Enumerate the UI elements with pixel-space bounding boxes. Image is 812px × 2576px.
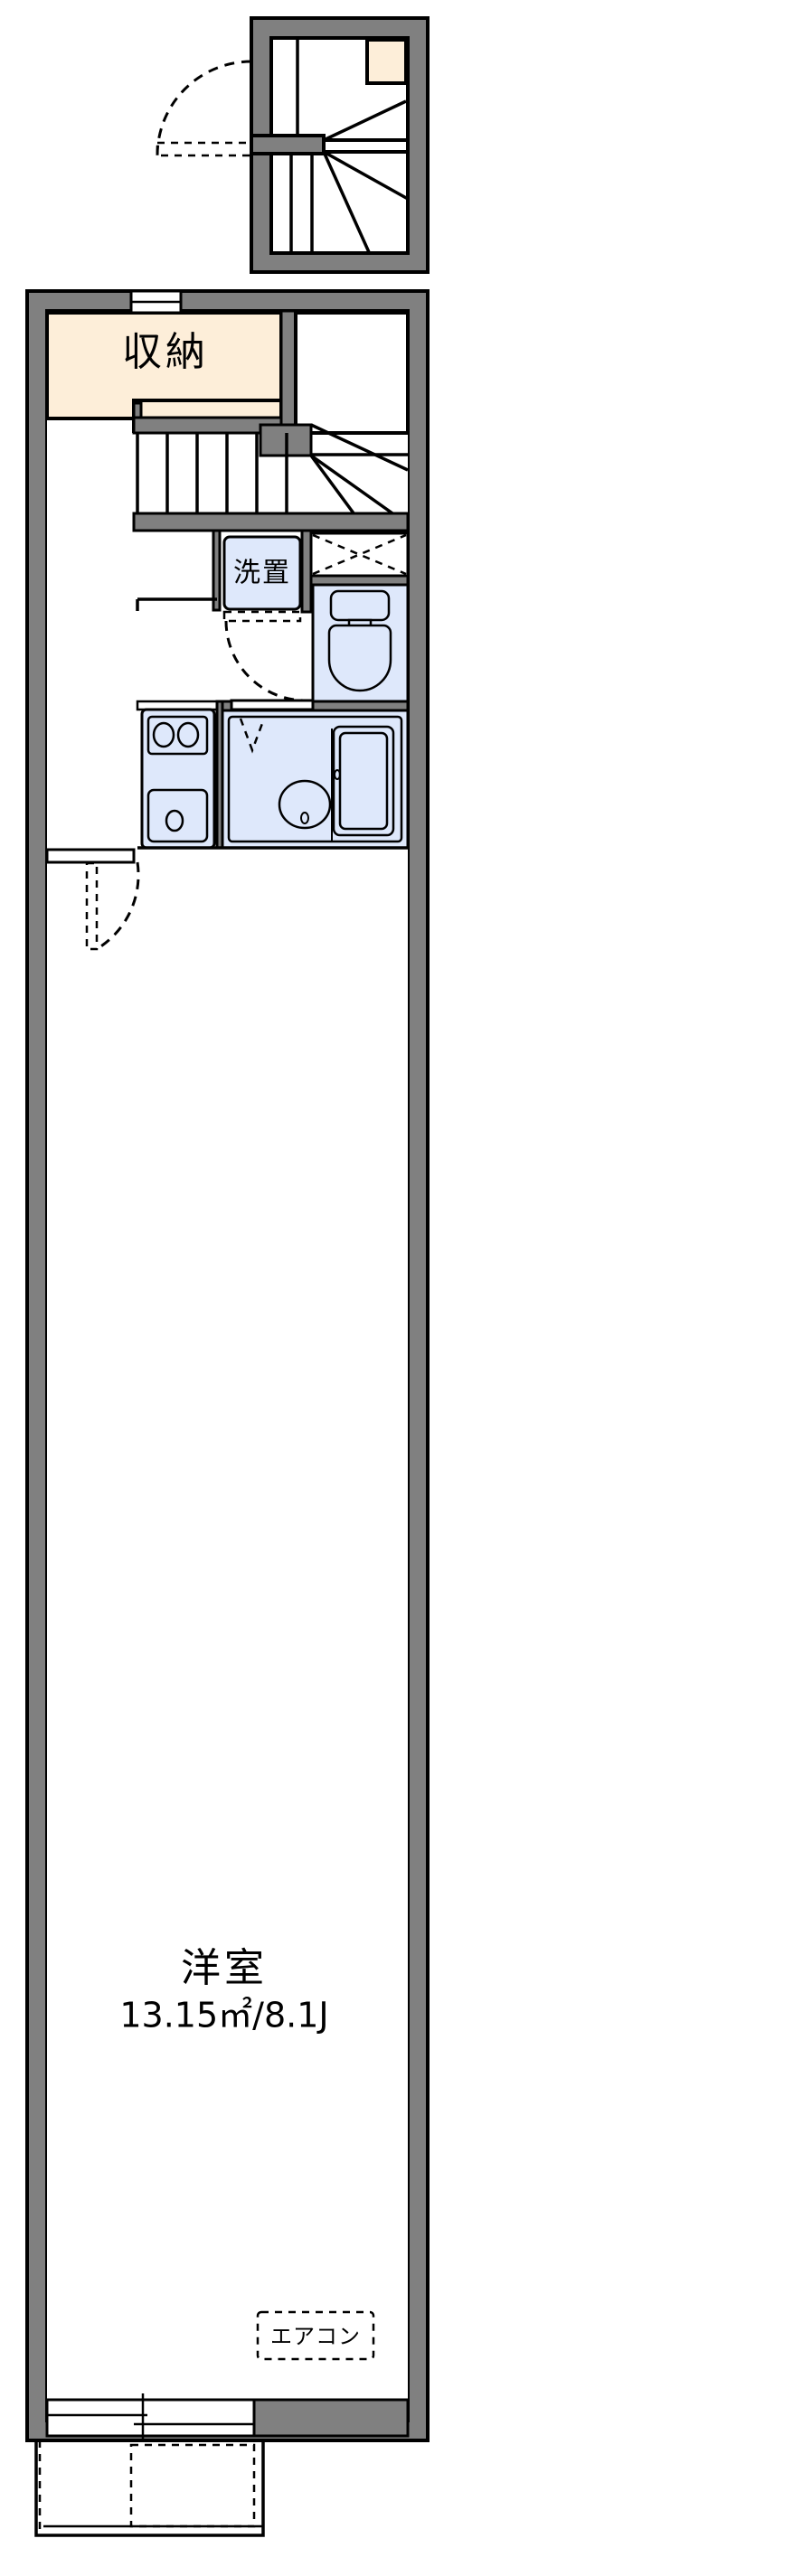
- upper-lower-winder-2: [322, 151, 371, 253]
- entrance-door-leaf: [85, 861, 99, 951]
- kitchen-burner-right: [176, 721, 200, 748]
- bath-washbasin-drain: [300, 812, 309, 824]
- laundry-door-arc: [224, 620, 307, 702]
- upper-stair-landing-block: [250, 134, 326, 155]
- laundry-wall-left: [212, 529, 222, 612]
- upper-stair-winder-1: [323, 99, 407, 142]
- bath-door-sill: [230, 699, 315, 711]
- entrance-door-arc: [96, 861, 140, 951]
- laundry-pan: [222, 535, 302, 611]
- kitchen-burner-left: [152, 721, 175, 748]
- upper-lower-winder-1: [323, 150, 409, 201]
- aircon-label: エアコン: [270, 2324, 361, 2349]
- aircon-box: [256, 2310, 375, 2361]
- main-stair-winder-a: [310, 423, 409, 472]
- living-room-area: 13.15㎡/8.1J: [119, 1996, 328, 2035]
- kitchen-drain: [165, 809, 184, 832]
- laundry-label: 洗置: [233, 558, 291, 589]
- bath-washbasin: [278, 779, 332, 830]
- upper-entry-door-leaf: [156, 141, 253, 157]
- balcony-drying-space: [129, 2443, 256, 2528]
- stair-left-wall: [279, 309, 297, 435]
- living-room-name: 洋室: [181, 1945, 268, 1991]
- upper-entry-door-arc: [156, 60, 252, 156]
- bathtub-drain: [334, 769, 341, 780]
- toilet-bowl: [327, 624, 392, 692]
- stair-bottom-beam: [132, 512, 410, 532]
- bath-folding-door: [239, 718, 266, 754]
- upper-closet-beige: [365, 38, 408, 85]
- laundry-door-leaf: [222, 610, 302, 623]
- upper-plan-group: [156, 16, 430, 274]
- toilet-tank: [329, 589, 391, 622]
- toilet-shelf-x2: [312, 533, 407, 576]
- main-plan-group: 収納 洗置: [25, 289, 430, 2537]
- entrance-sill: [45, 848, 136, 864]
- closet-label: 収納: [122, 329, 209, 375]
- main-stair-upper-run: [294, 311, 410, 435]
- balcony-window-right-jamb: [252, 2398, 410, 2438]
- bathtub-inner: [338, 731, 389, 831]
- balcony-window-frame: [45, 2398, 256, 2438]
- toilet-shelf-x1: [312, 533, 407, 576]
- balcony-outline: [34, 2440, 265, 2537]
